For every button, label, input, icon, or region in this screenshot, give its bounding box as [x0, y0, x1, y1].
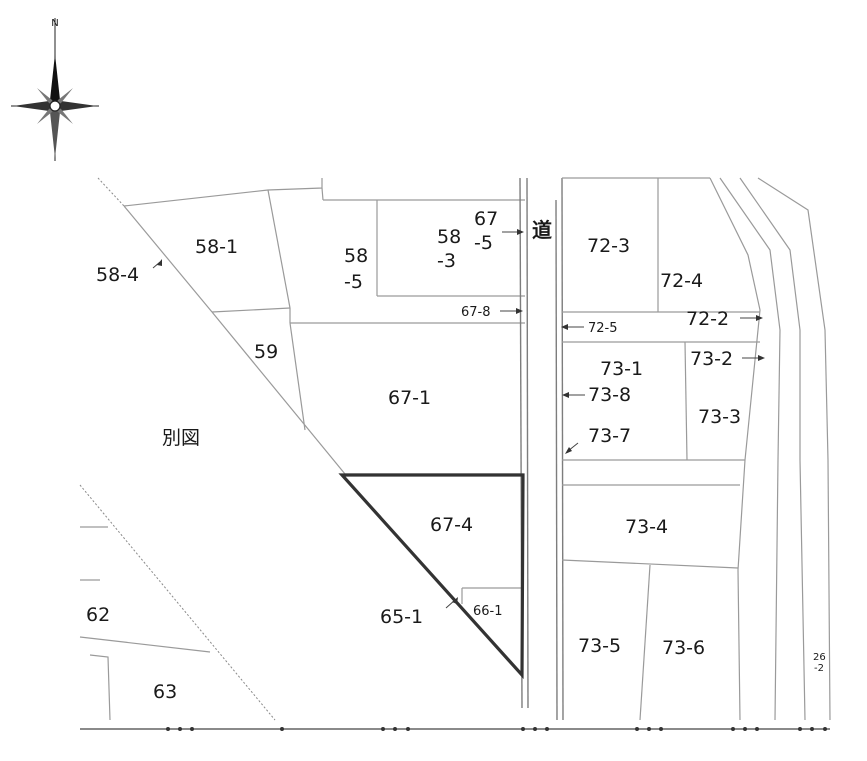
parcel-label-67-5-a[interactable]: 67	[474, 208, 498, 230]
parcel-label-58-4[interactable]: 58-4	[96, 264, 139, 286]
parcel-label-58-3-a[interactable]: 58	[437, 226, 461, 248]
parcel-label-73-8[interactable]: 73-8	[588, 384, 631, 406]
parcel-label-63[interactable]: 63	[153, 681, 177, 703]
parcel-label-26-2-b[interactable]: -2	[814, 663, 824, 674]
parcel-label-67-1[interactable]: 67-1	[388, 387, 431, 409]
parcel-label-67-8[interactable]: 67-8	[461, 305, 491, 320]
parcel-label-73-6[interactable]: 73-6	[662, 637, 705, 659]
bottom-boundary	[80, 727, 830, 731]
parcel-67-4-highlight[interactable]	[338, 473, 525, 680]
parcel-label-65-1[interactable]: 65-1	[380, 606, 423, 628]
parcel-lines-right	[561, 177, 831, 721]
road-label: 道	[532, 218, 552, 242]
parcel-label-66-1[interactable]: 66-1	[473, 604, 503, 619]
parcel-label-73-3[interactable]: 73-3	[698, 406, 741, 428]
parcel-label-72-2[interactable]: 72-2	[686, 308, 729, 330]
parcel-label-73-4[interactable]: 73-4	[625, 516, 668, 538]
parcel-label-73-2[interactable]: 73-2	[690, 348, 733, 370]
parcel-label-59[interactable]: 59	[254, 341, 278, 363]
compass-north-mark: N	[51, 18, 58, 29]
parcel-label-73-5[interactable]: 73-5	[578, 635, 621, 657]
parcel-label-67-4[interactable]: 67-4	[430, 514, 473, 536]
parcel-label-26-2-a[interactable]: 26	[813, 652, 826, 663]
parcel-label-58-5-a[interactable]: 58	[344, 245, 368, 267]
parcel-label-67-5-b[interactable]: -5	[474, 232, 493, 254]
parcel-lines-left	[79, 177, 525, 721]
parcel-label-73-7[interactable]: 73-7	[588, 425, 631, 447]
parcel-labels: 58-4 58-1 58 -5 58 -3 67 -5 67-8 59 67-1…	[86, 208, 826, 703]
parcel-label-72-4[interactable]: 72-4	[660, 270, 703, 292]
leader-arrows	[152, 229, 765, 609]
parcel-label-58-3-b[interactable]: -3	[437, 250, 456, 272]
road	[519, 177, 564, 721]
parcel-label-72-5[interactable]: 72-5	[588, 321, 618, 336]
parcel-label-58-5-b[interactable]: -5	[344, 271, 363, 293]
parcel-label-73-1[interactable]: 73-1	[600, 358, 643, 380]
parcel-label-betsuzu[interactable]: 別図	[162, 427, 200, 449]
parcel-label-62[interactable]: 62	[86, 604, 110, 626]
parcel-label-72-3[interactable]: 72-3	[587, 235, 630, 257]
compass-rose-icon: N	[11, 18, 99, 161]
parcel-label-58-1[interactable]: 58-1	[195, 236, 238, 258]
